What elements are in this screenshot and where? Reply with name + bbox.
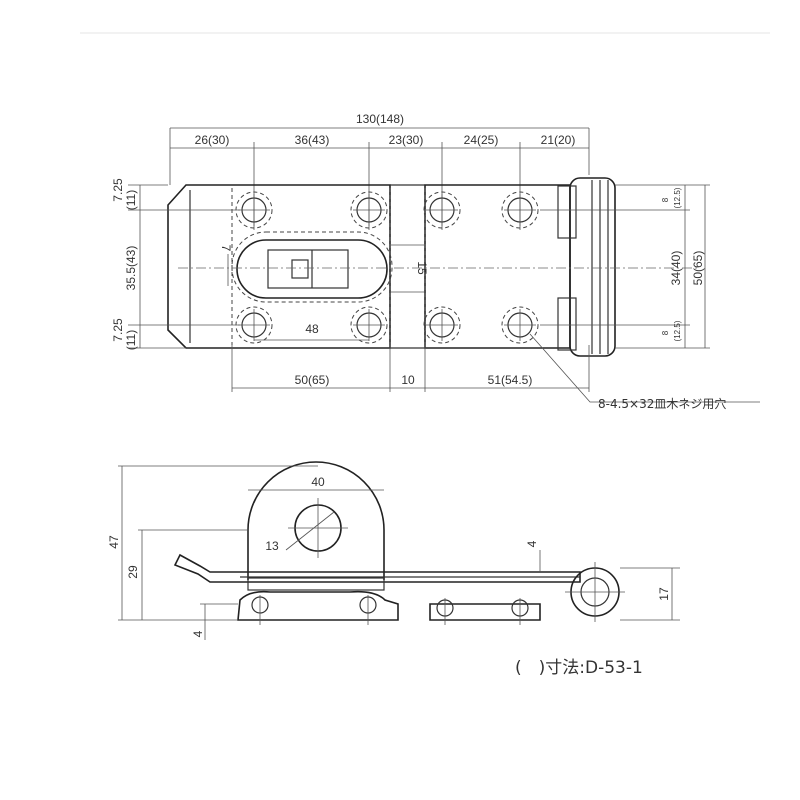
dim-seg-3: 23(30) bbox=[389, 133, 424, 147]
dim-bottom-left: 50(65) bbox=[295, 373, 330, 387]
screw-hole bbox=[350, 306, 388, 344]
dim-eye-width: 40 bbox=[311, 475, 325, 489]
screw-hole bbox=[501, 191, 539, 229]
eye-base bbox=[247, 577, 385, 591]
slot-hidden bbox=[231, 231, 393, 303]
dimension-note: ( )寸法:D-53-1 bbox=[515, 658, 643, 678]
dim-seg-2: 36(43) bbox=[295, 133, 330, 147]
staple-slot bbox=[236, 239, 388, 299]
dim-left-top: 7.25 bbox=[111, 178, 125, 202]
eye-plate bbox=[247, 461, 385, 580]
dim-overall-height: 47 bbox=[107, 535, 121, 549]
dim-hole-spacing: 48 bbox=[305, 322, 319, 336]
hinge-knuckle bbox=[569, 177, 616, 357]
dim-left-bottom-alt: (11) bbox=[124, 330, 138, 350]
dim-base-thickness: 4 bbox=[191, 630, 205, 637]
hinge-leaf-upper bbox=[557, 185, 577, 239]
screw-note: 8-4.5×32皿木ネジ用穴 bbox=[598, 396, 726, 411]
side-view: 13 40 4 47 29 bbox=[107, 461, 680, 640]
dim-slot-height: 7 bbox=[219, 245, 233, 252]
screw-hole bbox=[350, 191, 388, 229]
base-plate-right bbox=[429, 603, 541, 621]
staple-loop bbox=[267, 249, 349, 289]
dim-plate-height: 29 bbox=[126, 565, 140, 579]
dim-hinge-height: 17 bbox=[657, 587, 671, 601]
dim-right-top-small: 8 bbox=[661, 197, 670, 202]
dim-left-bottom: 7.25 bbox=[111, 318, 125, 342]
dim-right-bottom-small: 8 bbox=[661, 330, 670, 335]
dim-right-mid: 34(40) bbox=[669, 251, 683, 286]
dim-hole-radius: 13 bbox=[265, 539, 279, 553]
staple-inner bbox=[291, 259, 309, 279]
dim-plate-thickness: 4 bbox=[525, 540, 539, 547]
dim-left-mid: 35.5(43) bbox=[124, 246, 138, 291]
screw-hole bbox=[235, 191, 273, 229]
base-plate-left bbox=[237, 590, 399, 621]
top-view: 130(148) 26(30) 36(43) 23(30) 24(25) 21(… bbox=[111, 112, 760, 411]
note-leader bbox=[529, 333, 760, 403]
radius-leader bbox=[285, 511, 335, 551]
screw-hole bbox=[423, 191, 461, 229]
staple-plate-outline bbox=[424, 184, 571, 349]
dim-seg-1: 26(30) bbox=[195, 133, 230, 147]
dim-bottom-gap: 10 bbox=[401, 373, 415, 387]
hinge-leaf-lower bbox=[557, 297, 577, 351]
hasp-side-plate bbox=[173, 553, 581, 583]
dim-seg-4: 24(25) bbox=[464, 133, 499, 147]
screw-hole bbox=[235, 306, 273, 344]
screw-hole bbox=[423, 306, 461, 344]
dim-right-top-small-alt: (12.5) bbox=[673, 187, 682, 208]
dim-right-bottom-small-alt: (12.5) bbox=[673, 320, 682, 341]
dim-left-top-alt: (11) bbox=[124, 190, 138, 210]
dim-right-overall: 50(65) bbox=[691, 251, 705, 286]
dim-bottom-right: 51(54.5) bbox=[488, 373, 533, 387]
dim-seg-5: 21(20) bbox=[541, 133, 576, 147]
dim-overall: 130(148) bbox=[356, 112, 404, 126]
screw-hole bbox=[501, 306, 539, 344]
